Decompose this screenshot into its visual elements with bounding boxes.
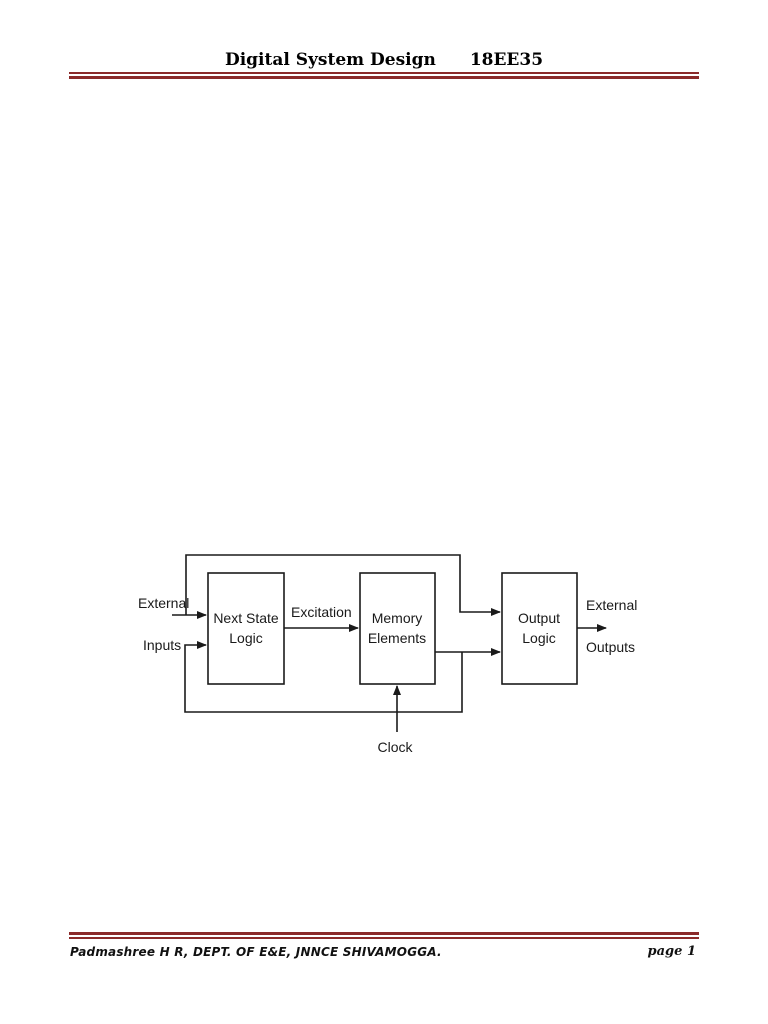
outputs-label: Outputs <box>586 639 635 655</box>
next-state-logic-block <box>207 572 285 685</box>
document-title: Digital System Design <box>224 50 436 70</box>
clock-label: Clock <box>377 739 413 755</box>
output-label-line1: Output <box>518 610 560 626</box>
page-number: page 1 <box>647 944 696 959</box>
input-to-output-path <box>185 554 501 616</box>
course-code: 18EE35 <box>469 50 544 70</box>
footer-author: Padmashree H R, DEPT. OF E&E, JNNCE SHIV… <box>70 945 442 959</box>
footer-rule-top <box>69 932 699 935</box>
state-feedback-path <box>184 641 463 713</box>
next-state-label-line2: Logic <box>229 630 262 646</box>
excitation-label: Excitation <box>291 604 352 620</box>
external-input-label: External <box>138 595 189 611</box>
memory-elements-block <box>359 572 436 685</box>
inputs-label: Inputs <box>143 637 181 653</box>
external-output-label: External <box>586 597 637 613</box>
footer-rule-bottom <box>69 937 699 939</box>
page-header: Digital System Design 18EE35 <box>0 48 768 72</box>
memory-label-line1: Memory <box>372 610 423 626</box>
output-logic-block <box>501 572 578 685</box>
header-rule-bottom <box>69 76 699 79</box>
next-state-label-line1: Next State <box>213 610 279 626</box>
header-rule-top <box>69 72 699 74</box>
memory-label-line2: Elements <box>368 630 426 646</box>
output-label-line2: Logic <box>522 630 555 646</box>
